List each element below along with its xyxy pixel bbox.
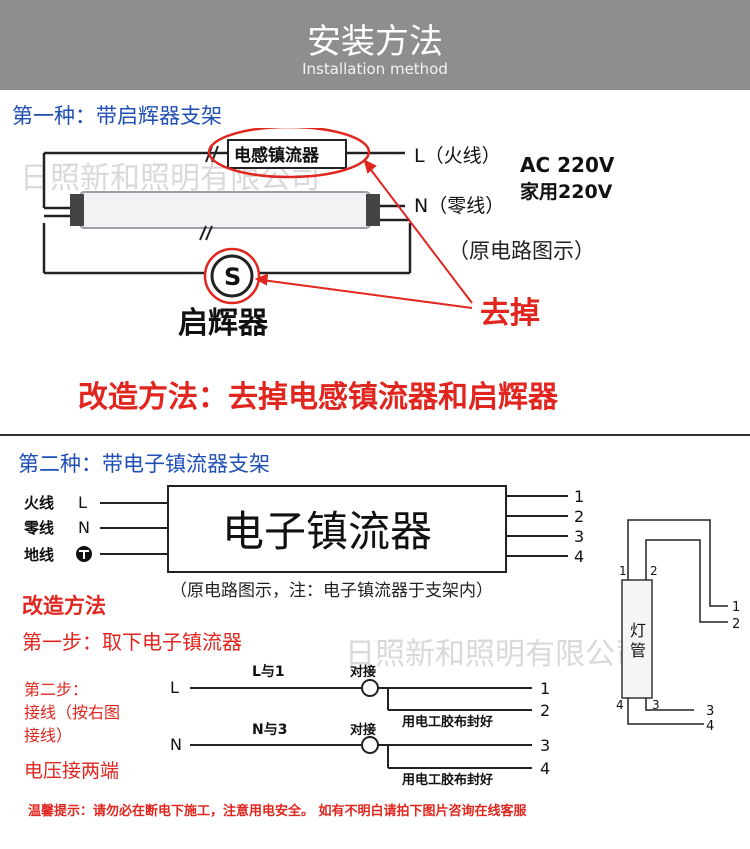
step2-line-2: 接线（按右图 [24, 703, 121, 722]
section1-wiring [42, 151, 412, 275]
wiring-output-3: 3 [540, 736, 550, 755]
section-divider [0, 434, 750, 436]
starter-symbol-letter: S [224, 263, 241, 291]
lamp-pin-2: 2 [650, 564, 658, 578]
live-label: L（火线） [414, 145, 501, 167]
input-ground-name: 地线 [24, 546, 54, 564]
lamp-tube-vertical [621, 579, 653, 699]
lamp-pin-out-4: 4 [706, 719, 714, 734]
tube-end-right [366, 194, 380, 226]
wiring-pair-n3: N与3 [252, 722, 287, 738]
remove-label: 去掉 [480, 296, 540, 331]
input-live-name: 火线 [24, 494, 54, 512]
page-title: 安装方法 [307, 22, 443, 62]
lamp-label-2: 管 [630, 641, 646, 660]
ballast-output-4: 4 [574, 547, 584, 566]
wiring-output-2: 2 [540, 701, 550, 720]
wiring-join-1: 对接 [350, 664, 376, 680]
lamp-label-1: 灯 [630, 621, 646, 640]
ground-icon [76, 546, 92, 562]
wiring-row-1: L L与1 对接 1 2 用电工胶布封好 [170, 664, 550, 730]
fluorescent-tube [79, 191, 371, 229]
lamp-pin-3: 3 [652, 698, 660, 712]
lamp-pin-1: 1 [619, 564, 627, 578]
household-voltage-label: 家用220V [520, 180, 613, 203]
section2-step1: 第一步：取下电子镇流器 [22, 630, 242, 654]
input-live-symbol: L [78, 493, 87, 512]
wiring-tape-2: 用电工胶布封好 [401, 772, 493, 788]
inductive-ballast-box [227, 139, 347, 169]
lamp-pin-out-2: 2 [732, 617, 740, 632]
lamp-pin-out-3: 3 [706, 704, 714, 719]
input-neutral-symbol: N [78, 518, 90, 537]
original-circuit-label: （原电路图示） [448, 239, 595, 263]
section1-method: 改造方法：去掉电感镇流器和启辉器 [78, 380, 558, 415]
tube-end-left [70, 194, 84, 226]
wiring-input-n: N [170, 735, 182, 754]
section2-step2: 第二步： 接线（按右图 接线） [24, 678, 120, 747]
electronic-ballast-label: 电子镇流器 [222, 507, 432, 556]
ballast-output-1: 1 [574, 487, 584, 506]
ballast-input-wires [100, 502, 168, 555]
lamp-pin-diagram: 灯 管 1 2 1 2 4 3 3 4 [616, 519, 740, 734]
inductive-ballast-label: 电感镇流器 [234, 145, 320, 166]
page-subtitle: Installation method [302, 60, 448, 78]
starter-symbol [210, 254, 254, 298]
input-neutral-name: 零线 [23, 519, 54, 537]
wiring-pair-l1: L与1 [252, 664, 285, 680]
remove-arrows [254, 159, 473, 309]
wiring-input-l: L [170, 678, 179, 697]
neutral-label: N（零线） [414, 195, 504, 217]
wiring-output-1: 1 [540, 679, 550, 698]
step2-line-3: 接线） [24, 726, 73, 745]
starter-label: 启辉器 [178, 306, 269, 341]
wiring-tape-1: 用电工胶布封好 [401, 714, 493, 730]
electronic-ballast-box [167, 485, 507, 573]
ballast-output-3: 3 [574, 527, 584, 546]
section1-diagram: 日照新和照明有限公司 电感镇流器 L（火线） N（零线） AC 220V 家用2… [20, 128, 615, 341]
wiring-output-4: 4 [540, 759, 550, 778]
header-banner [0, 0, 750, 90]
lamp-pin-4: 4 [616, 698, 624, 712]
section2-method-title: 改造方法 [22, 594, 106, 618]
voltage-note: 电压接两端 [24, 760, 120, 782]
ballast-note: （原电路图示，注：电子镇流器于支架内） [170, 581, 493, 601]
section2-diagram: 日照新和照明有限公司 火线 L 零线 N 地线 电子镇流器 1 2 3 4 （原… [23, 485, 740, 788]
section2-title: 第二种：带电子镇流器支架 [18, 452, 270, 476]
ballast-output-2: 2 [574, 507, 584, 526]
footer-warning: 温馨提示：请勿必在断电下施工，注意用电安全。 如有不明白请拍下图片咨询在线客服 [28, 804, 527, 819]
lamp-pin-out-1: 1 [732, 600, 740, 615]
ballast-highlight-circle [207, 128, 371, 179]
section1-title: 第一种：带启辉器支架 [12, 104, 222, 128]
wiring-row-2: N N与3 对接 3 4 用电工胶布封好 [170, 722, 550, 788]
watermark-bottom: 日照新和照明有限公司 [345, 637, 645, 672]
ballast-output-wires [506, 495, 568, 557]
step2-line-1: 第二步： [24, 680, 89, 699]
wiring-join-2: 对接 [350, 722, 376, 738]
ac-voltage-label: AC 220V [520, 153, 615, 177]
